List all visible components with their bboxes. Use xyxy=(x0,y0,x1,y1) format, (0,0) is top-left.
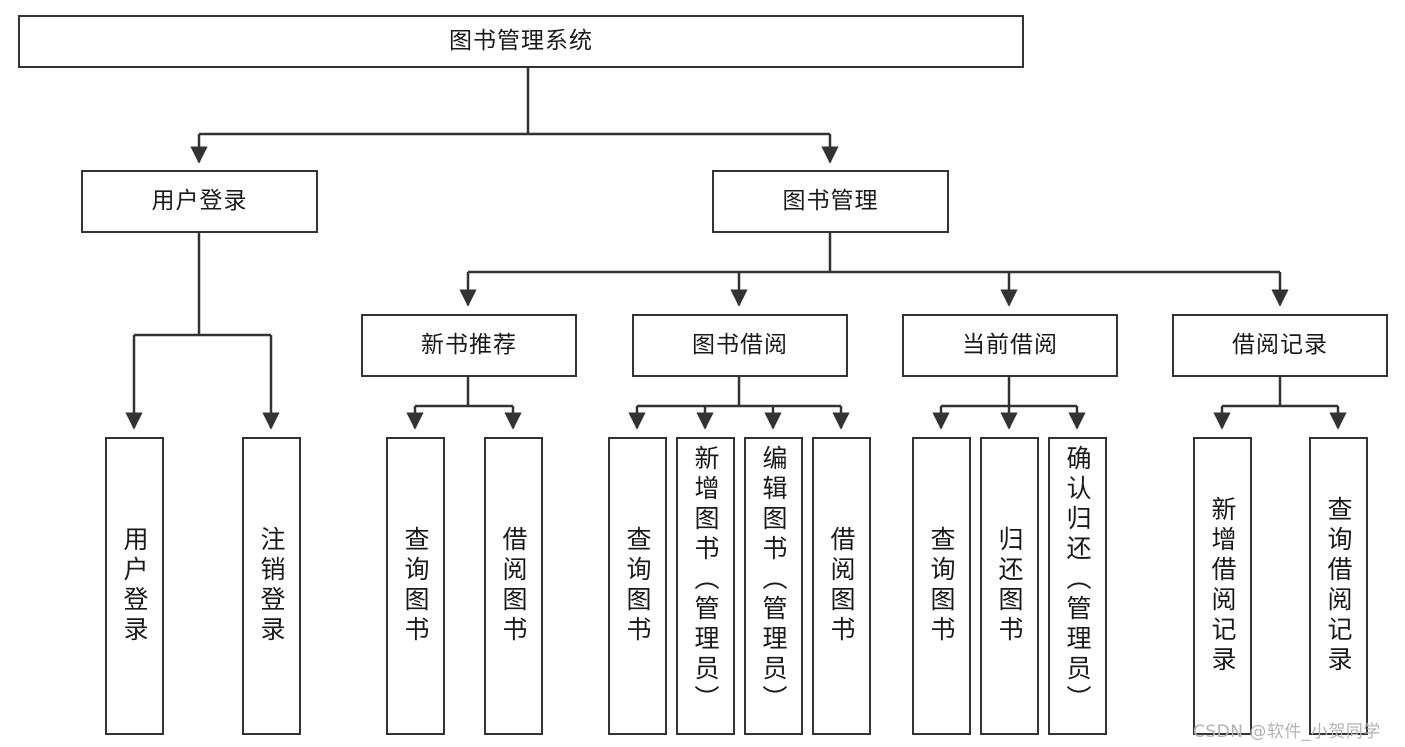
leaf-user-login-login-label: 用户登录 xyxy=(120,526,149,646)
leaf-borrow-record-add-label: 新增借阅记录 xyxy=(1208,496,1237,676)
node-book-management-label: 图书管理 xyxy=(782,187,879,214)
leaf-borrow-record-add[interactable]: 新增借阅记录 xyxy=(1193,437,1252,735)
leaf-borrow-record-query[interactable]: 查询借阅记录 xyxy=(1309,437,1368,735)
node-borrow-record-label: 借阅记录 xyxy=(1232,331,1328,358)
leaf-book-borrow-query-label: 查询图书 xyxy=(623,526,652,646)
node-root-system[interactable]: 图书管理系统 xyxy=(18,15,1024,68)
leaf-new-book-query-label: 查询图书 xyxy=(401,526,430,646)
node-book-management[interactable]: 图书管理 xyxy=(712,170,949,233)
leaf-current-borrow-return[interactable]: 归还图书 xyxy=(980,437,1039,735)
leaf-new-book-query[interactable]: 查询图书 xyxy=(386,437,445,735)
leaf-new-book-borrow[interactable]: 借阅图书 xyxy=(484,437,543,735)
node-user-login-label: 用户登录 xyxy=(151,187,248,214)
leaf-user-login-login[interactable]: 用户登录 xyxy=(105,437,164,735)
leaf-current-borrow-query-label: 查询图书 xyxy=(927,526,956,646)
leaf-book-borrow-borrow[interactable]: 借阅图书 xyxy=(812,437,871,735)
leaf-book-borrow-add-label: 新增图书（管理员） xyxy=(691,445,720,715)
leaf-book-borrow-borrow-label: 借阅图书 xyxy=(827,526,856,646)
leaf-current-borrow-query[interactable]: 查询图书 xyxy=(912,437,971,735)
leaf-current-borrow-return-label: 归还图书 xyxy=(995,526,1024,646)
node-new-book-recommend[interactable]: 新书推荐 xyxy=(361,314,577,377)
node-new-book-recommend-label: 新书推荐 xyxy=(421,331,517,358)
leaf-borrow-record-query-label: 查询借阅记录 xyxy=(1324,496,1353,676)
node-book-borrow[interactable]: 图书借阅 xyxy=(632,314,848,377)
leaf-current-borrow-confirm-return-label: 确认归还（管理员） xyxy=(1063,445,1092,715)
node-book-borrow-label: 图书借阅 xyxy=(692,331,788,358)
csdn-watermark: CSDN @软件_小贺同学 xyxy=(1193,722,1381,742)
leaf-current-borrow-confirm-return[interactable]: 确认归还（管理员） xyxy=(1048,437,1107,735)
leaf-user-login-logout[interactable]: 注销登录 xyxy=(242,437,301,735)
leaf-user-login-logout-label: 注销登录 xyxy=(257,526,286,646)
node-borrow-record[interactable]: 借阅记录 xyxy=(1172,314,1388,377)
node-root-system-label: 图书管理系统 xyxy=(449,27,593,54)
node-current-borrow[interactable]: 当前借阅 xyxy=(902,314,1118,377)
leaf-book-borrow-query[interactable]: 查询图书 xyxy=(608,437,667,735)
node-user-login[interactable]: 用户登录 xyxy=(81,170,318,233)
leaf-book-borrow-edit-label: 编辑图书（管理员） xyxy=(759,445,788,715)
node-current-borrow-label: 当前借阅 xyxy=(962,331,1058,358)
leaf-book-borrow-add[interactable]: 新增图书（管理员） xyxy=(676,437,735,735)
leaf-book-borrow-edit[interactable]: 编辑图书（管理员） xyxy=(744,437,803,735)
leaf-new-book-borrow-label: 借阅图书 xyxy=(499,526,528,646)
